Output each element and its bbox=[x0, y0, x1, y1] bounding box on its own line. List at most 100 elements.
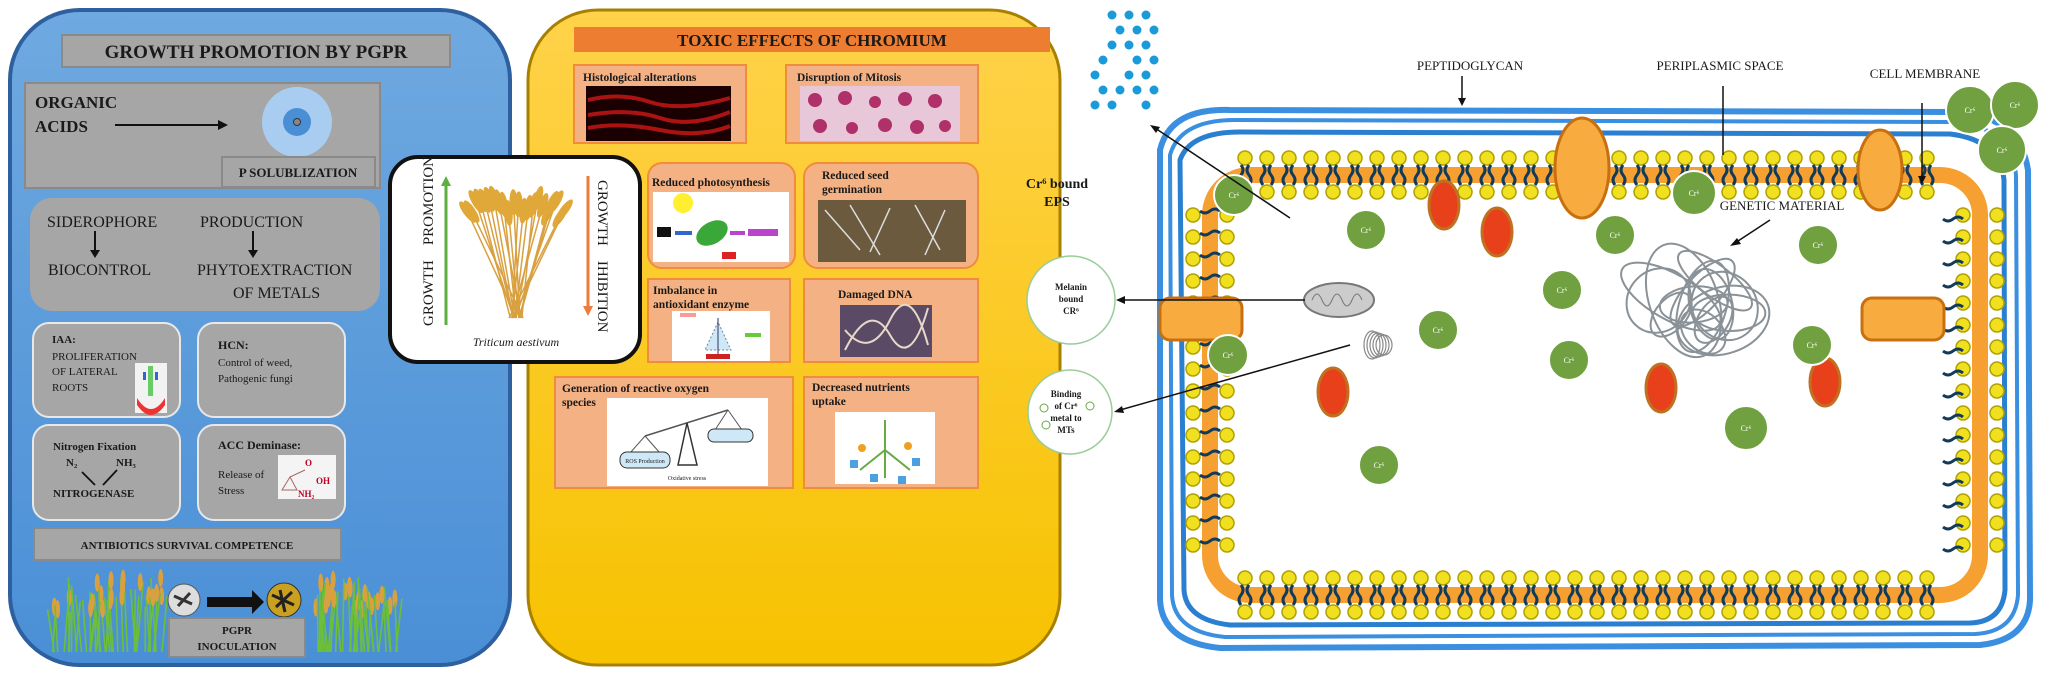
ros-production-label: ROS Production bbox=[625, 459, 665, 465]
species-label: Triticum aestivum bbox=[473, 335, 560, 349]
cr-bound-eps-dots bbox=[1090, 10, 1159, 110]
toxic-title: TOXIC EFFECTS OF CHROMIUM bbox=[677, 31, 947, 50]
toxic-title-bar bbox=[574, 27, 1050, 52]
transport-protein bbox=[1158, 296, 1244, 342]
cr6-ion: Cr⁶ bbox=[1417, 309, 1459, 351]
binding-pointer bbox=[1119, 344, 1351, 411]
cr6-label: Cr⁶ bbox=[1997, 146, 2008, 155]
bacterial-cell-diagram: Cr⁶ bound EPS Melanin bound CR⁶ Binding … bbox=[1026, 10, 2040, 652]
biocontrol-label: BIOCONTROL bbox=[48, 262, 151, 279]
eps-dot bbox=[1141, 10, 1151, 20]
svg-text:OH: OH bbox=[316, 476, 330, 486]
cr6-label: Cr⁶ bbox=[1610, 231, 1621, 240]
peptidoglycan-layer bbox=[1177, 129, 2008, 628]
root-tip-image bbox=[135, 363, 167, 415]
wheat-field-image bbox=[313, 570, 403, 653]
cr6-label: Cr⁶ bbox=[1223, 351, 1234, 360]
red-protein bbox=[1316, 366, 1350, 418]
eps-label: EPS bbox=[1044, 195, 1070, 210]
hcn-box: HCN: Control of weed, Pathogenic fungi bbox=[197, 322, 346, 418]
oxidative-stress-label: Oxidative stress bbox=[668, 476, 707, 482]
membrane-protein bbox=[1553, 116, 1611, 220]
cr6-ion: Cr⁶ bbox=[1358, 444, 1400, 486]
cr6-ion: Cr⁶ bbox=[1345, 209, 1387, 251]
panel-title-bar bbox=[61, 34, 451, 68]
acids-label: ACIDS bbox=[35, 117, 88, 136]
seed-germination-image bbox=[818, 200, 966, 262]
mitochondrion-like-organelle bbox=[1303, 282, 1375, 318]
tile-photosynthesis: Reduced photosynthesis bbox=[647, 162, 796, 269]
growth-promotion-label: GROWTH PROMOTION bbox=[421, 156, 437, 326]
eps-dot bbox=[1107, 100, 1117, 110]
eps-dot bbox=[1115, 25, 1125, 35]
iaa-text: OF LATERAL bbox=[52, 366, 118, 378]
binding-label: MTs bbox=[1057, 425, 1075, 435]
outer-membrane bbox=[1157, 106, 2034, 652]
hcn-title: HCN: bbox=[218, 338, 249, 352]
arrow-down-icon bbox=[90, 250, 100, 258]
tile-nutrient-uptake: Decreased nutrients uptake bbox=[803, 376, 979, 489]
eps-dot bbox=[1149, 85, 1159, 95]
binding-label: metal to bbox=[1050, 413, 1082, 423]
cr6-label: Cr⁶ bbox=[1813, 241, 1824, 250]
cr6-ion: Cr⁶ bbox=[1213, 174, 1255, 216]
eps-dot bbox=[1098, 55, 1108, 65]
eps-label: Cr⁶ bound bbox=[1026, 177, 1088, 192]
of-metals-label: OF METALS bbox=[233, 285, 320, 302]
arrow-head-icon bbox=[218, 120, 228, 130]
cr6-label: Cr⁶ bbox=[1689, 189, 1700, 198]
eps-dot bbox=[1098, 85, 1108, 95]
tile-histological: Histological alterations bbox=[573, 64, 747, 144]
eps-dot bbox=[1149, 55, 1159, 65]
inoculation-label: INOCULATION bbox=[197, 641, 276, 653]
tile-label: Decreased nutrients bbox=[812, 382, 910, 394]
cr6-ion: Cr⁶ bbox=[1977, 125, 2027, 175]
acc-deaminase-box: ACC Deminase: Release of Stress O OH NH₂ bbox=[197, 424, 346, 521]
cr6-label: Cr⁶ bbox=[1741, 424, 1752, 433]
eps-dot bbox=[1132, 55, 1142, 65]
cr6-label: Cr⁶ bbox=[1807, 341, 1818, 350]
tile-label: antioxidant enzyme bbox=[653, 299, 749, 311]
organic-label: ORGANIC bbox=[35, 93, 117, 112]
tile-seed-germination: Reduced seed germination bbox=[803, 162, 979, 269]
siderophore-label: SIDEROPHORE bbox=[47, 214, 157, 231]
acc-structure-image: O OH NH₂ bbox=[278, 455, 336, 499]
toxic-effects-panel: TOXIC EFFECTS OF CHROMIUM Histological a… bbox=[526, 8, 1062, 667]
cr6-label: Cr⁶ bbox=[2010, 101, 2021, 110]
eps-dot bbox=[1107, 40, 1117, 50]
siderophore-box: SIDEROPHORE PRODUCTION BIOCONTROL PHYTOE… bbox=[30, 198, 380, 311]
svg-text:O: O bbox=[305, 458, 312, 468]
hcn-text: Control of weed, bbox=[218, 357, 292, 369]
acc-title: ACC Deminase: bbox=[218, 438, 301, 452]
eps-dot bbox=[1141, 40, 1151, 50]
genetic-material-label: GENETIC MATERIAL bbox=[1720, 198, 1845, 213]
tile-label: germination bbox=[822, 184, 883, 196]
cr6-label: Cr⁶ bbox=[1374, 461, 1385, 470]
binding-label: Binding bbox=[1051, 389, 1082, 399]
eps-dot bbox=[1141, 100, 1151, 110]
antibiotics-bar bbox=[33, 527, 342, 561]
growth-inhibition-label: GROWTH IHIBITION bbox=[594, 180, 610, 333]
iaa-title: IAA: bbox=[52, 334, 76, 346]
tile-label: uptake bbox=[812, 396, 846, 408]
iaa-text: ROOTS bbox=[52, 382, 88, 394]
dna-image bbox=[840, 305, 932, 357]
red-protein bbox=[1480, 206, 1514, 258]
cr6-label: Cr⁶ bbox=[1361, 226, 1372, 235]
cr6-label: Cr⁶ bbox=[1557, 286, 1568, 295]
eps-dot bbox=[1115, 85, 1125, 95]
tile-label: Generation of reactive oxygen bbox=[562, 383, 710, 395]
transport-protein bbox=[1860, 296, 1946, 342]
eps-dot bbox=[1132, 85, 1142, 95]
cell-membrane-label: CELL MEMBRANE bbox=[1870, 66, 1980, 81]
eps-dot bbox=[1141, 70, 1151, 80]
tile-ros: Generation of reactive oxygen species RO… bbox=[554, 376, 794, 489]
periplasmic-space-label: PERIPLASMIC SPACE bbox=[1656, 58, 1783, 73]
arrow-right-icon bbox=[207, 597, 252, 607]
red-proteins bbox=[1316, 179, 1842, 418]
growth-promotion-panel: GROWTH PROMOTION BY PGPR ORGANIC ACIDS P… bbox=[8, 8, 512, 667]
organic-acids-box: ORGANIC ACIDS P SOLUBLIZATION bbox=[24, 82, 381, 189]
tile-antioxidant: Imbalance in antioxidant enzyme bbox=[647, 278, 791, 363]
cr6-ion: Cr⁶ bbox=[1723, 405, 1769, 451]
tile-label: Imbalance in bbox=[653, 285, 718, 297]
